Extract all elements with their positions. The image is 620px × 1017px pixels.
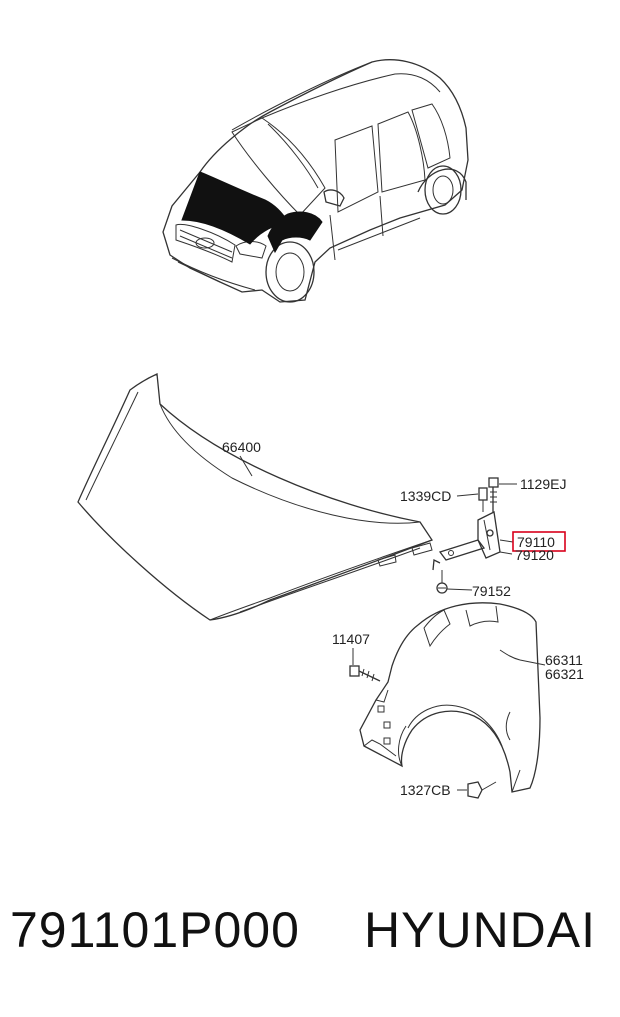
bolt-1339cd	[478, 487, 488, 512]
callout-1327cb: 1327CB	[400, 782, 451, 798]
hood-panel	[77, 373, 433, 621]
bolt-1129ej	[488, 477, 499, 512]
callout-79110: 79110	[517, 534, 555, 550]
callout-66311: 66311	[545, 652, 583, 668]
callout-1129ej: 1129EJ	[520, 476, 566, 492]
callout-11407: 11407	[332, 631, 370, 647]
callout-79152: 79152	[472, 583, 511, 599]
highlight-box	[512, 531, 566, 552]
part-number: 791101P000	[10, 902, 300, 958]
car-illustration	[162, 59, 469, 303]
leader-lines	[239, 455, 546, 791]
brand-name: HYUNDAI	[364, 902, 597, 958]
callout-66400: 66400	[222, 439, 261, 455]
bolt-11407	[349, 665, 381, 682]
nut-1327cb	[467, 781, 497, 799]
hood-hinge-assembly	[432, 477, 501, 594]
callout-79120: 79120	[515, 547, 554, 563]
callout-labels: 66400 1129EJ 1339CD 79110 79120 79152 11…	[222, 439, 584, 798]
car-fender-highlight	[267, 211, 323, 254]
callout-1339cd: 1339CD	[400, 488, 451, 504]
bolt-79152	[436, 570, 448, 594]
fender-panel	[349, 602, 541, 799]
callout-66321: 66321	[545, 666, 584, 682]
